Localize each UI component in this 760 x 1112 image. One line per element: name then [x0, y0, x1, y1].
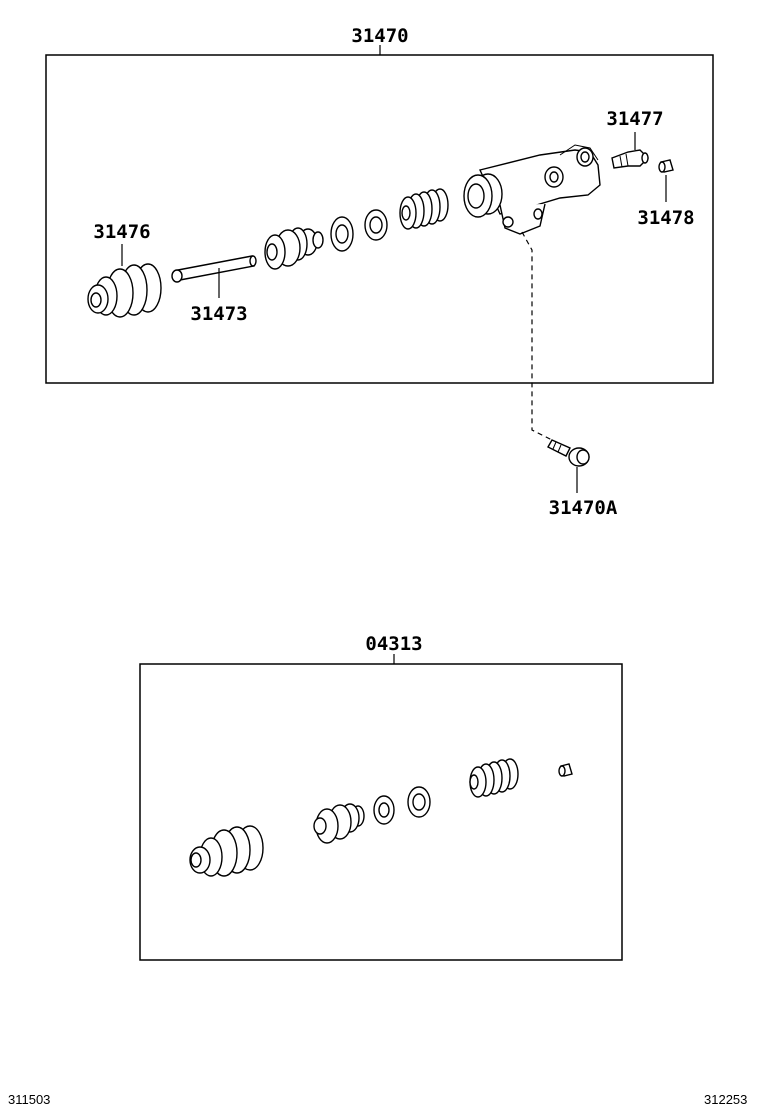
- kit-piston-part[interactable]: [313, 803, 365, 844]
- cup-seal-part[interactable]: [330, 216, 354, 252]
- piston-part[interactable]: [264, 227, 324, 270]
- kit-label[interactable]: 04313: [365, 633, 422, 655]
- push-rod-part-label[interactable]: 31473: [190, 303, 247, 325]
- kit-cup-seal-part[interactable]: [373, 795, 395, 825]
- assembly-frame: [45, 45, 714, 384]
- ring-seal-part[interactable]: [364, 209, 388, 241]
- assembly-label[interactable]: 31470: [351, 25, 408, 47]
- boot-part[interactable]: [87, 263, 162, 318]
- kit-bleeder-cap-part[interactable]: [558, 763, 573, 777]
- boot-part-label[interactable]: 31476: [93, 221, 150, 243]
- kit-frame: [139, 654, 623, 961]
- cylinder-body-part[interactable]: [463, 144, 601, 235]
- bleeder-cap-part-label[interactable]: 31478: [637, 207, 694, 229]
- bleeder-plug-part-label[interactable]: 31477: [606, 108, 663, 130]
- bleeder-cap-part[interactable]: [658, 159, 674, 173]
- bolt-part-label[interactable]: 31470A: [549, 497, 618, 519]
- footer-right-code: 312253: [704, 1092, 748, 1107]
- kit-ring-seal-part[interactable]: [407, 786, 431, 818]
- kit-boot-part[interactable]: [189, 825, 264, 877]
- bolt-part[interactable]: [547, 439, 590, 467]
- push-rod-part[interactable]: [171, 255, 257, 283]
- bolt-dashed-leader: [521, 231, 553, 441]
- kit-spring-part[interactable]: [469, 758, 519, 798]
- footer-left-code: 311503: [8, 1092, 51, 1107]
- spring-part[interactable]: [399, 188, 449, 230]
- bleeder-plug-part[interactable]: [611, 149, 649, 169]
